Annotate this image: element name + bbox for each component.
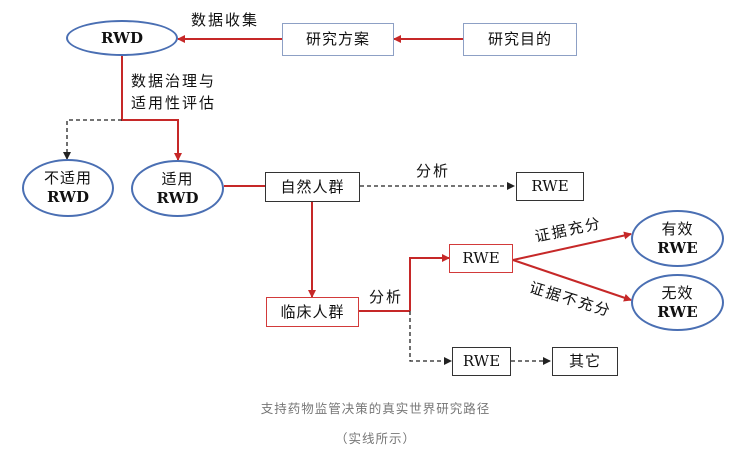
arrow-branch-to-rwe-other [409, 311, 452, 365]
node-effective-line2: RWE [657, 238, 698, 257]
arrow-rwe-to-effective [512, 231, 632, 261]
arrow-rwd-to-not-applicable [63, 119, 122, 160]
label-data-governance-line2: 适用性评估 [131, 94, 217, 112]
node-ineffective-line1: 无效 [661, 283, 694, 302]
node-ineffective-rwe: 无效 RWE [631, 274, 724, 331]
node-applicable-line1: 适用 [161, 169, 194, 188]
node-rwd-label: RWD [101, 28, 143, 47]
node-natural-population: 自然人群 [265, 172, 360, 202]
node-not-applicable-rwd: 不适用 RWD [22, 159, 114, 217]
node-rwe-clinical: RWE [449, 244, 513, 273]
node-clinical-population-label: 临床人群 [280, 302, 345, 321]
label-analysis-natural: 分析 [416, 162, 451, 180]
label-data-governance-line1: 数据治理与 [131, 72, 217, 90]
node-natural-population-label: 自然人群 [280, 177, 345, 196]
node-not-applicable-line1: 不适用 [43, 169, 92, 188]
arrow-rwe-to-ineffective [512, 259, 632, 302]
node-applicable-rwd: 适用 RWD [131, 160, 224, 217]
node-other: 其它 [552, 347, 618, 376]
node-rwe-natural: RWE [516, 172, 584, 201]
node-rwe-other: RWE [452, 347, 511, 376]
caption-title: 支持药物监管决策的真实世界研究路径 [260, 401, 491, 416]
node-study-purpose-label: 研究目的 [487, 30, 552, 49]
node-not-applicable-line2: RWD [46, 188, 89, 206]
node-applicable-line2: RWD [156, 188, 199, 207]
node-ineffective-line2: RWE [657, 302, 698, 321]
node-rwe-other-label: RWE [462, 352, 501, 371]
node-study-purpose: 研究目的 [463, 23, 577, 56]
arrow-branch-to-rwe-red [409, 254, 450, 311]
label-analysis-clinical: 分析 [369, 288, 404, 306]
node-study-design: 研究方案 [282, 23, 394, 56]
node-rwe-natural-label: RWE [531, 177, 569, 196]
node-effective-rwe: 有效 RWE [631, 210, 724, 267]
node-study-design-label: 研究方案 [305, 30, 370, 49]
arrow-rwd-to-applicable [121, 56, 182, 161]
node-effective-line1: 有效 [661, 219, 694, 238]
node-rwd: RWD [66, 20, 178, 56]
node-clinical-population: 临床人群 [266, 297, 359, 327]
label-data-collection: 数据收集 [191, 11, 260, 29]
node-other-label: 其它 [568, 352, 601, 371]
caption-note: （实线所示） [334, 431, 416, 446]
node-rwe-clinical-label: RWE [462, 249, 500, 268]
